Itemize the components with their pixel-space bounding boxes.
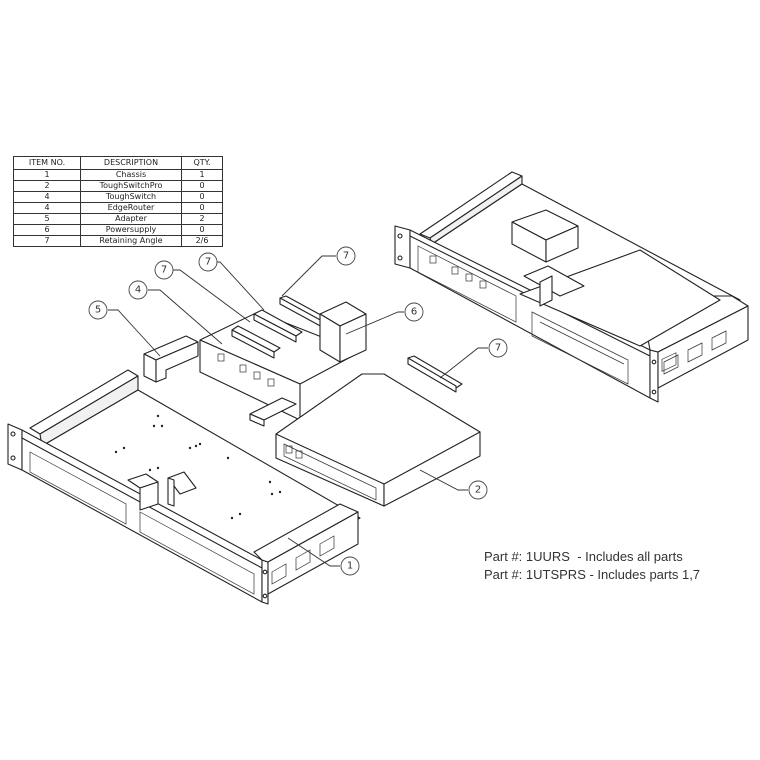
power-supply-part <box>319 301 367 363</box>
balloon-2-label: 2 <box>475 485 481 496</box>
part-note-1utsprs: Part #: 1UTSPRS - Includes parts 1,7 <box>484 567 701 582</box>
bom-row: 5 Adapter 2 <box>13 213 223 225</box>
balloon-5-label: 5 <box>95 305 101 316</box>
bill-of-materials-table: ITEM NO. DESCRIPTION QTY. 1 Chassis 1 2 … <box>13 156 223 247</box>
balloon-2: 2 <box>468 480 488 500</box>
bom-row: 2 ToughSwitchPro 0 <box>13 180 223 192</box>
bom-row: 6 Powersupply 0 <box>13 224 223 236</box>
bom-description: Adapter <box>80 213 182 225</box>
balloon-4: 4 <box>128 280 148 300</box>
bom-item-no: 7 <box>13 235 81 247</box>
bom-item-no: 5 <box>13 213 81 225</box>
bom-description: ToughSwitch <box>80 191 182 203</box>
retaining-angle-parts <box>231 295 463 427</box>
bom-header-qty: QTY. <box>181 156 223 170</box>
callouts <box>108 255 488 567</box>
bom-description: Powersupply <box>80 224 182 236</box>
bom-qty: 0 <box>181 191 223 203</box>
part-note-1uurs: Part #: 1UURS - Includes all parts <box>484 549 683 564</box>
bom-row: 7 Retaining Angle 2/6 <box>13 235 223 247</box>
bom-row: 1 Chassis 1 <box>13 169 223 181</box>
balloon-7a-label: 7 <box>161 265 167 276</box>
bom-description: Chassis <box>80 169 182 181</box>
bom-item-no: 1 <box>13 169 81 181</box>
bom-item-no: 2 <box>13 180 81 192</box>
balloon-7d: 7 <box>488 338 508 358</box>
bom-qty: 2/6 <box>181 235 223 247</box>
bom-description: EdgeRouter <box>80 202 182 214</box>
exploded-chassis <box>7 369 361 605</box>
bom-row: 4 ToughSwitch 0 <box>13 191 223 203</box>
balloon-7b: 7 <box>198 252 218 272</box>
balloon-7b-label: 7 <box>205 257 211 268</box>
bom-qty: 2 <box>181 213 223 225</box>
bom-qty: 1 <box>181 169 223 181</box>
balloon-5: 5 <box>88 300 108 320</box>
bom-header-description: DESCRIPTION <box>80 156 182 170</box>
bom-qty: 0 <box>181 202 223 214</box>
assembled-rack-view <box>394 171 749 403</box>
balloon-7d-label: 7 <box>495 343 501 354</box>
balloon-1-label: 1 <box>347 561 353 572</box>
bom-item-no: 4 <box>13 191 81 203</box>
bom-item-no: 6 <box>13 224 81 236</box>
balloon-6: 6 <box>404 302 424 322</box>
bom-qty: 0 <box>181 180 223 192</box>
bom-item-no: 4 <box>13 202 81 214</box>
balloon-1: 1 <box>340 556 360 576</box>
bom-qty: 0 <box>181 224 223 236</box>
bom-header-item-no: ITEM NO. <box>13 156 81 170</box>
bom-description: Retaining Angle <box>80 235 182 247</box>
adapter-part <box>143 335 199 383</box>
balloon-7a: 7 <box>154 260 174 280</box>
toughswitch-pro-part <box>275 373 481 507</box>
bom-header-row: ITEM NO. DESCRIPTION QTY. <box>13 156 223 170</box>
bom-row: 4 EdgeRouter 0 <box>13 202 223 214</box>
balloon-6-label: 6 <box>411 307 417 318</box>
balloon-7c-label: 7 <box>343 251 349 262</box>
bom-description: ToughSwitchPro <box>80 180 182 192</box>
balloon-7c: 7 <box>336 246 356 266</box>
part-number-notes: Part #: 1UURS - Includes all parts Part … <box>484 548 700 584</box>
balloon-4-label: 4 <box>135 285 141 296</box>
